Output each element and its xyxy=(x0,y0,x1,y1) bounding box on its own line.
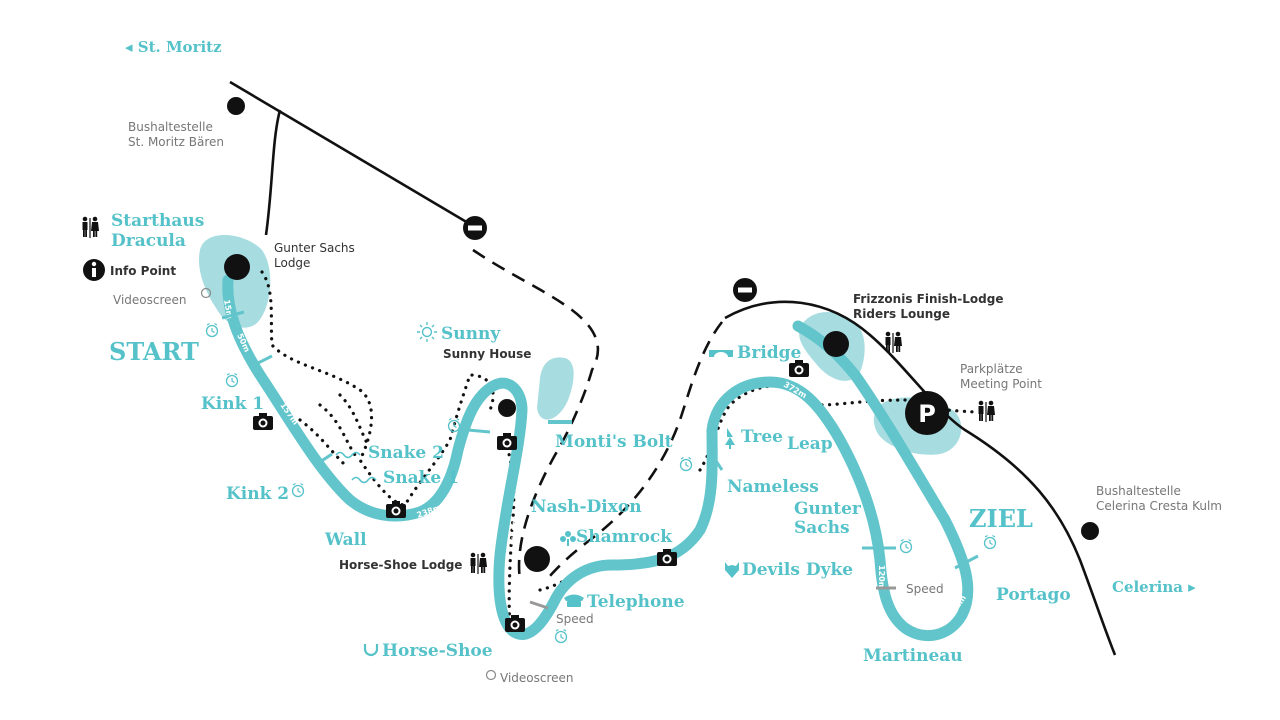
bus-stop-st-moritz-label: Bushaltestelle St. Moritz Bären xyxy=(128,120,224,149)
distance-120m: 120m xyxy=(877,565,886,590)
ziel-label: ZIEL xyxy=(969,504,1033,533)
info-icon xyxy=(83,259,105,281)
shamrock-label: Shamrock xyxy=(576,527,673,547)
sunny-label: Sunny xyxy=(441,324,501,344)
lodge-icon xyxy=(224,254,250,280)
wc-icon xyxy=(82,216,99,238)
videoscreen-icon xyxy=(485,669,497,681)
clock-icon xyxy=(679,456,693,472)
tree-label: Tree xyxy=(741,427,784,447)
starthaus-label: Starthaus Dracula xyxy=(111,211,205,252)
camera-icon xyxy=(253,413,273,430)
parking-icon xyxy=(905,391,949,435)
sun-icon xyxy=(417,322,437,342)
gunter-sachs-lodge-label: Gunter Sachs Lodge xyxy=(274,241,355,270)
bus-stop-celerina-label: Bushaltestelle Celerina Cresta Kulm xyxy=(1096,484,1222,513)
start-area xyxy=(198,234,271,328)
wave-icon xyxy=(351,476,377,484)
wall-label: Wall xyxy=(325,530,367,550)
road-st-moritz xyxy=(229,80,481,232)
horseshoe-icon xyxy=(363,644,379,657)
clock-icon xyxy=(291,482,305,498)
lodge-icon xyxy=(498,399,516,417)
tree-icon xyxy=(725,428,735,449)
st-moritz-direction: ◂ St. Moritz xyxy=(125,38,222,56)
bob-track xyxy=(222,274,974,642)
wc-icon xyxy=(978,400,995,422)
lodge-icon xyxy=(524,546,550,572)
bus-stop-icon xyxy=(227,97,245,115)
gunter-sachs-label: Gunter Sachs xyxy=(794,499,861,538)
wave-icon xyxy=(335,451,361,459)
kink1-label: Kink 1 xyxy=(201,394,265,414)
montis-bolt-area xyxy=(537,357,574,420)
videoscreen-icon xyxy=(200,287,212,299)
distance-344m: 344m xyxy=(509,520,520,546)
leap-label: Leap xyxy=(787,434,833,454)
nash-dixon-label: Nash-Dixon xyxy=(531,497,642,517)
road-celerina xyxy=(724,300,1117,656)
celerina-direction: Celerina ▸ xyxy=(1112,578,1196,596)
distance-298m: 298m xyxy=(649,569,675,582)
no-entry-icon xyxy=(733,278,757,302)
clock-icon xyxy=(225,372,239,388)
martineau-label: Martineau xyxy=(863,646,963,666)
videoscreen-label-bottom: Videoscreen xyxy=(500,671,574,685)
kink2-label: Kink 2 xyxy=(226,484,290,504)
parkplaetze-label: Parkplätze Meeting Point xyxy=(960,362,1042,391)
wc-icon xyxy=(470,552,487,574)
sunny-house-label: Sunny House xyxy=(443,347,532,361)
track-ticks xyxy=(221,310,979,570)
shamrock-icon xyxy=(560,531,576,546)
dashed-roads xyxy=(472,248,724,581)
lodge-icon xyxy=(823,331,849,357)
clock-icon xyxy=(899,538,913,554)
clock-icon xyxy=(205,322,219,338)
devils-dyke-label: Devils Dyke xyxy=(742,560,854,580)
clock-icon xyxy=(983,534,997,550)
montis-bolt-label: Monti's Bolt xyxy=(555,432,673,452)
telephone-label: Telephone xyxy=(587,592,685,612)
clock-icon xyxy=(447,417,461,433)
parking-symbol: P xyxy=(918,400,936,428)
bus-stop-icon xyxy=(1081,522,1099,540)
snake1-label: Snake 1 xyxy=(383,468,459,488)
roads xyxy=(229,80,1117,656)
speed-label-1: Speed xyxy=(556,612,594,626)
start-label: START xyxy=(109,337,199,366)
nameless-label: Nameless xyxy=(727,477,819,497)
finish-lodge-label: Frizzonis Finish-Lodge Riders Lounge xyxy=(853,292,1004,321)
horse-shoe-label: Horse-Shoe xyxy=(382,641,493,661)
speed-markers xyxy=(529,586,896,610)
snake2-label: Snake 2 xyxy=(368,443,444,463)
horse-shoe-lodge-label: Horse-Shoe Lodge xyxy=(339,558,463,572)
info-point-label: Info Point xyxy=(110,264,177,278)
bridge-icon xyxy=(709,350,733,357)
bridge-label: Bridge xyxy=(737,343,802,363)
portago-label: Portago xyxy=(996,585,1071,605)
speed-label-2: Speed xyxy=(906,582,944,596)
wc-icon xyxy=(885,331,902,353)
clock-icon xyxy=(554,628,568,644)
videoscreen-label-top: Videoscreen xyxy=(113,293,187,307)
telephone-icon xyxy=(564,594,584,607)
road-spur xyxy=(264,109,282,236)
devil-icon xyxy=(725,562,739,578)
no-entry-icon xyxy=(463,216,487,240)
